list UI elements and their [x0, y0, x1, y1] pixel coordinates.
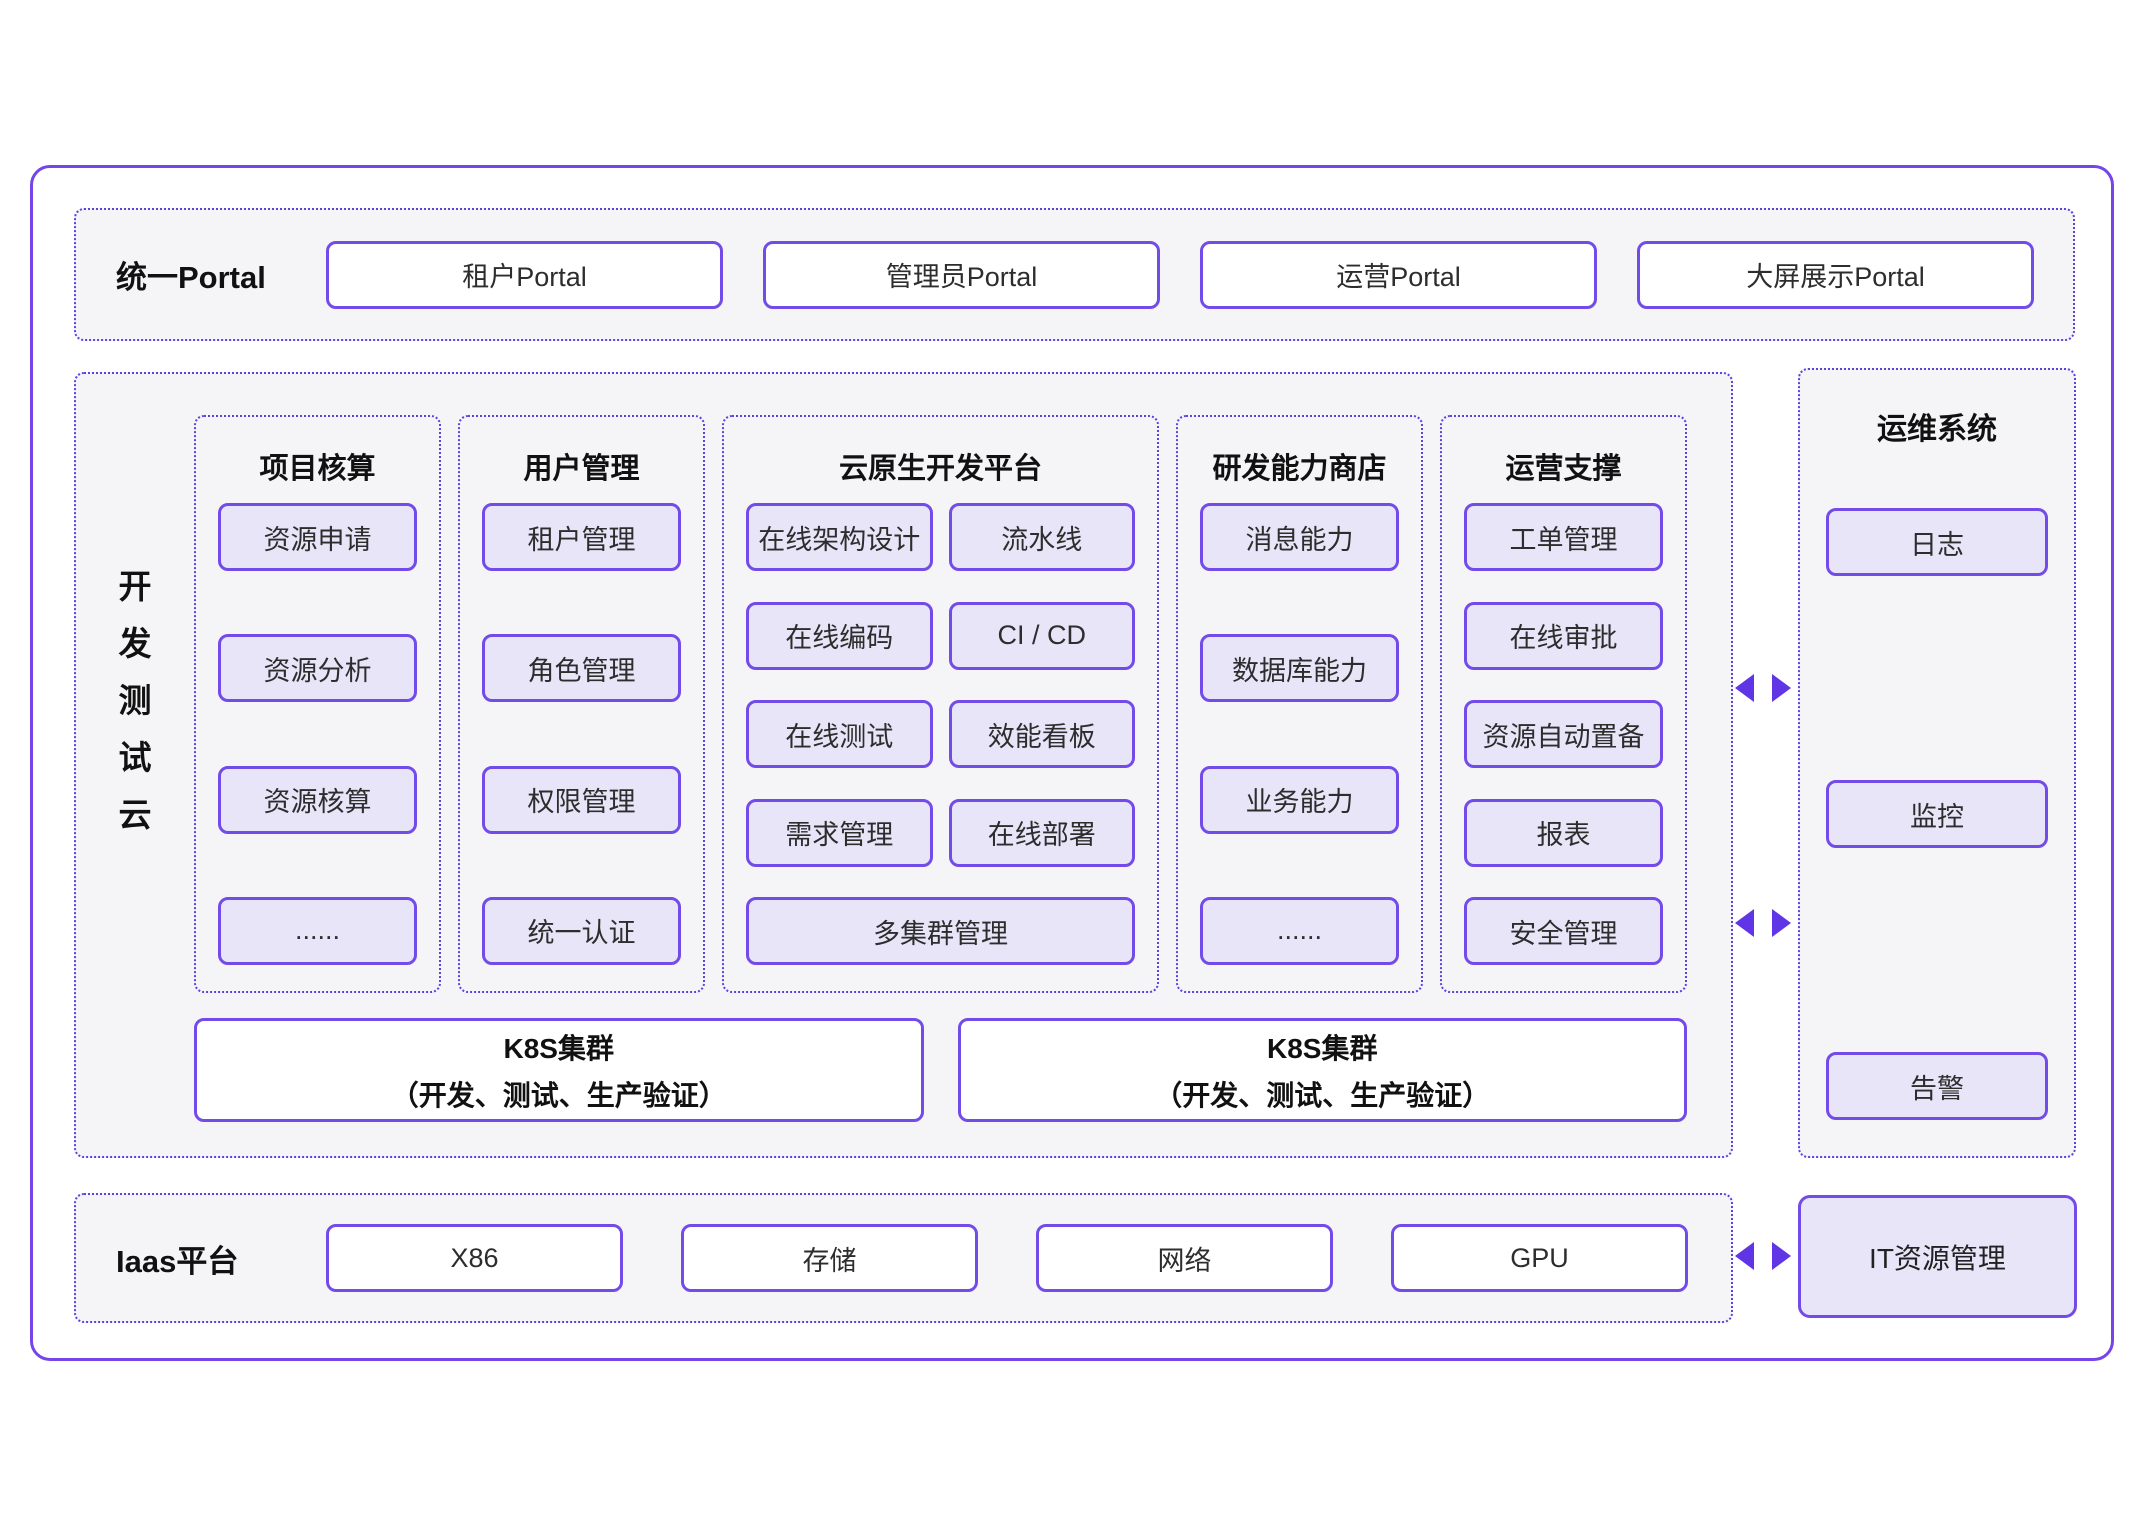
module-chip: 监控 [1826, 780, 2048, 848]
module-chip: 资源核算 [218, 765, 417, 834]
module-chip: 效能看板 [948, 700, 1135, 768]
ops-system-items: 日志 监控 告警 [1826, 448, 2048, 1120]
column-title: 研发能力商店 [1212, 453, 1387, 485]
module-chip: 统一认证 [482, 896, 681, 965]
operations-portal-box: 运营Portal [1200, 240, 1597, 309]
x86-box: X86 [326, 1224, 623, 1292]
module-chip: 报表 [1464, 798, 1663, 867]
admin-portal-box: 管理员Portal [763, 240, 1160, 309]
module-chip: 日志 [1826, 508, 2048, 576]
column-title: 运营支撑 [1505, 453, 1622, 485]
capability-columns: 项目核算 资源申请 资源分析 资源核算 ...... 用户管理 租户管理 角色管… [194, 415, 1687, 993]
module-chip: 多集群管理 [746, 897, 1135, 965]
ops-system-title: 运维系统 [1877, 413, 1997, 446]
diagram-outer-frame: 统一Portal 租户Portal 管理员Portal 运营Portal 大屏展… [30, 165, 2114, 1361]
column-user-management: 用户管理 租户管理 角色管理 权限管理 统一认证 [458, 415, 705, 993]
column-title: 用户管理 [523, 453, 640, 485]
k8s-cluster-title: K8S集群 [503, 1032, 614, 1064]
module-chip: 安全管理 [1464, 897, 1663, 965]
arrow-left-icon [1735, 909, 1754, 937]
module-chip: 工单管理 [1464, 503, 1663, 571]
label-char: 发 [118, 625, 152, 662]
bidirectional-arrows-icon [1735, 1242, 1791, 1270]
k8s-cluster-title: K8S集群 [1267, 1032, 1378, 1064]
bigscreen-portal-box: 大屏展示Portal [1637, 240, 2034, 309]
it-resource-mgmt-box: IT资源管理 [1798, 1195, 2077, 1318]
bidirectional-arrows-icon [1735, 909, 1791, 937]
module-chip: 资源申请 [218, 503, 417, 571]
label-char: 云 [118, 796, 152, 833]
column-items: 租户管理 角色管理 权限管理 统一认证 [482, 503, 681, 965]
ops-system-panel: 运维系统 日志 监控 告警 [1798, 368, 2076, 1158]
module-chip: 数据库能力 [1200, 634, 1399, 703]
k8s-cluster-row: K8S集群 （开发、测试、生产验证） K8S集群 （开发、测试、生产验证） [194, 1018, 1687, 1122]
chip-pair-row: 需求管理 在线部署 [746, 798, 1135, 867]
column-operation-support: 运营支撑 工单管理 在线审批 资源自动置备 报表 安全管理 [1440, 415, 1687, 993]
module-chip: 权限管理 [482, 765, 681, 834]
column-items: 资源申请 资源分析 资源核算 ...... [218, 503, 417, 965]
module-chip: ...... [218, 896, 417, 965]
column-rd-capability-store: 研发能力商店 消息能力 数据库能力 业务能力 ...... [1176, 415, 1423, 993]
iaas-box-row: X86 存储 网络 GPU [326, 1224, 1688, 1292]
label-char: 试 [118, 739, 152, 776]
module-chip: 角色管理 [482, 634, 681, 703]
k8s-cluster-subtitle: （开发、测试、生产验证） [1154, 1079, 1491, 1111]
module-chip: 告警 [1826, 1052, 2048, 1120]
module-chip: 在线部署 [948, 798, 1135, 867]
module-chip: 资源自动置备 [1464, 700, 1663, 768]
arrow-left-icon [1735, 1242, 1754, 1270]
column-cloud-native-dev-platform: 云原生开发平台 在线架构设计 流水线 在线编码 CI / CD 在线测试 效能看 [722, 415, 1159, 993]
module-chip: 消息能力 [1200, 503, 1399, 571]
arrow-left-icon [1735, 674, 1754, 702]
column-items: 工单管理 在线审批 资源自动置备 报表 安全管理 [1464, 503, 1663, 965]
portal-box-row: 租户Portal 管理员Portal 运营Portal 大屏展示Portal [326, 240, 2034, 309]
module-chip: 业务能力 [1200, 765, 1399, 834]
bidirectional-arrows-icon [1735, 674, 1791, 702]
k8s-cluster-box: K8S集群 （开发、测试、生产验证） [957, 1018, 1687, 1122]
dev-test-cloud-band: 开 发 测 试 云 项目核算 资源申请 资源分析 资源核算 ...... [74, 372, 1733, 1158]
module-chip: 资源分析 [218, 634, 417, 703]
unified-portal-band: 统一Portal 租户Portal 管理员Portal 运营Portal 大屏展… [74, 208, 2075, 341]
module-chip: 流水线 [948, 503, 1135, 571]
column-title: 项目核算 [259, 453, 376, 485]
label-char: 开 [118, 568, 152, 605]
module-chip: 在线测试 [746, 700, 933, 768]
label-char: 测 [118, 682, 152, 719]
iaas-band: Iaas平台 X86 存储 网络 GPU [74, 1193, 1733, 1323]
module-chip: 在线审批 [1464, 601, 1663, 670]
column-items: 在线架构设计 流水线 在线编码 CI / CD 在线测试 效能看板 需求管理 [746, 503, 1135, 965]
module-chip: 需求管理 [746, 798, 933, 867]
module-chip: 在线架构设计 [746, 503, 933, 571]
column-title: 云原生开发平台 [838, 453, 1042, 485]
module-chip: ...... [1200, 896, 1399, 965]
column-items: 消息能力 数据库能力 业务能力 ...... [1200, 503, 1399, 965]
arrow-right-icon [1772, 1242, 1791, 1270]
storage-box: 存储 [681, 1224, 978, 1292]
network-box: 网络 [1036, 1224, 1333, 1292]
k8s-cluster-subtitle: （开发、测试、生产验证） [390, 1079, 727, 1111]
unified-portal-label: 统一Portal [116, 260, 266, 295]
tenant-portal-box: 租户Portal [326, 240, 723, 309]
gpu-box: GPU [1391, 1224, 1688, 1292]
module-chip: 在线编码 [746, 601, 933, 670]
chip-pair-row: 在线架构设计 流水线 [746, 503, 1135, 571]
module-chip: CI / CD [948, 601, 1135, 670]
arrow-right-icon [1772, 674, 1791, 702]
column-project-accounting: 项目核算 资源申请 资源分析 资源核算 ...... [194, 415, 441, 993]
module-chip: 租户管理 [482, 503, 681, 571]
chip-pair-row: 在线编码 CI / CD [746, 601, 1135, 670]
dev-test-cloud-label: 开 发 测 试 云 [76, 374, 194, 1156]
arrow-right-icon [1772, 909, 1791, 937]
chip-pair-row: 在线测试 效能看板 [746, 700, 1135, 768]
k8s-cluster-box: K8S集群 （开发、测试、生产验证） [194, 1018, 924, 1122]
iaas-label: Iaas平台 [116, 1243, 239, 1279]
